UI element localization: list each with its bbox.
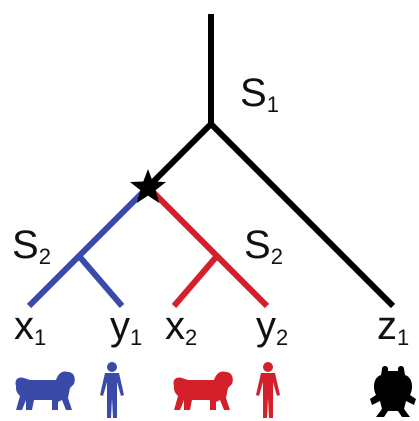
s2-right-sub: 2 xyxy=(271,244,283,269)
blue-branch-stem xyxy=(26,184,151,309)
leaf-label-x2: x2 xyxy=(165,304,197,350)
s2-left-main: S xyxy=(12,223,39,267)
star-icon xyxy=(130,169,166,203)
leaf-label-z1: z1 xyxy=(377,304,409,350)
blue-subtree xyxy=(26,184,151,309)
human-icon xyxy=(256,362,280,418)
s2-left-sub: 2 xyxy=(39,244,51,269)
s2-right-main: S xyxy=(244,223,271,267)
dog-icon xyxy=(15,371,75,410)
s1-sub: 1 xyxy=(267,92,279,117)
leaf-label-x1: x1 xyxy=(14,304,46,350)
leaf-label-y1: y1 xyxy=(110,304,142,350)
red-branch-stem xyxy=(145,184,270,309)
red-branch-x2 xyxy=(171,254,220,308)
speciation-label-s2-right: S2 xyxy=(244,223,283,269)
s1-main: S xyxy=(240,71,267,115)
human-icon xyxy=(100,362,124,418)
branch-to-duplication xyxy=(145,121,214,190)
leaf-label-y2: y2 xyxy=(256,304,288,350)
red-subtree xyxy=(145,184,270,309)
branch-to-z1 xyxy=(208,121,396,309)
species-tree-branches xyxy=(145,14,396,309)
frog-icon xyxy=(370,366,416,417)
dog-icon xyxy=(173,371,233,410)
blue-branch-y1 xyxy=(76,254,125,308)
speciation-label-s1: S1 xyxy=(240,71,279,117)
speciation-label-s2-left: S2 xyxy=(12,223,51,269)
